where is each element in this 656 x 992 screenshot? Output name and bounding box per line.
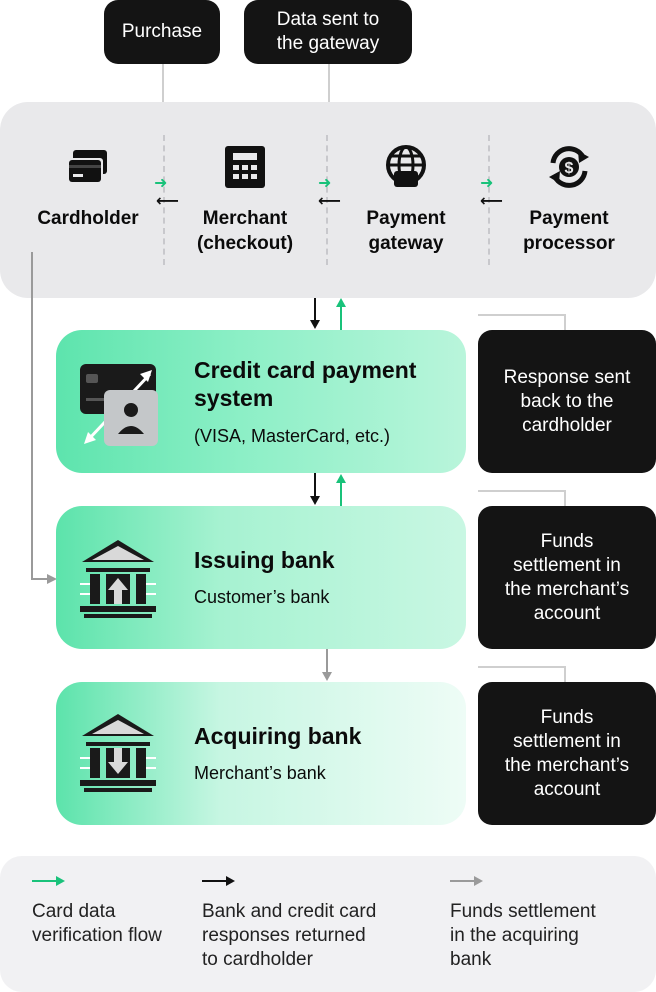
- purchase-label: Purchase: [104, 0, 220, 64]
- card-subtitle: Merchant’s bank: [194, 763, 326, 783]
- green-arrow-up-icon: [336, 474, 346, 483]
- dollar-exchange-icon: $: [494, 142, 644, 192]
- black-arrow-left-icon: ⟵: [156, 193, 179, 210]
- actor-cardholder: Cardholder: [13, 142, 163, 231]
- black-down-line: [314, 473, 316, 497]
- data-sent-label: Data sent to the gateway: [244, 0, 412, 64]
- card-title: Credit card payment system: [194, 357, 417, 411]
- green-up-line: [340, 482, 342, 506]
- actor-merchant: Merchant (checkout): [170, 142, 320, 256]
- actor-payment-gateway: Payment gateway: [331, 142, 481, 256]
- card-issuing-bank: Issuing bank Customer’s bank: [56, 506, 466, 649]
- divider-2: [326, 135, 328, 265]
- side-connector-3v: [564, 666, 566, 682]
- legend-text: Card data verification flow: [32, 901, 162, 946]
- actor-name: Payment gateway: [366, 208, 446, 254]
- globe-icon: [331, 142, 481, 192]
- side-connector-1v: [564, 314, 566, 330]
- data-sent-connector: [328, 64, 330, 102]
- card-subtitle: (VISA, MasterCard, etc.): [194, 426, 391, 446]
- side-connector-3: [478, 666, 566, 668]
- green-arrow-right-icon: ➜: [154, 175, 168, 192]
- bank-download-icon: [80, 714, 156, 797]
- black-arrow-left-icon: ⟵: [480, 193, 503, 210]
- actor-payment-processor: $ Payment processor: [494, 142, 644, 256]
- actor-name: Cardholder: [37, 208, 139, 229]
- legend-black-line: [202, 880, 226, 882]
- gray-arrow-down-icon: [322, 672, 332, 681]
- green-arrow-right-icon: ➜: [480, 175, 494, 192]
- black-arrow-right-icon: [226, 876, 235, 886]
- calculator-icon: [170, 142, 320, 192]
- actor-name: Payment processor: [523, 208, 615, 254]
- legend-gray-line: [450, 880, 474, 882]
- green-arrow-up-icon: [336, 298, 346, 307]
- green-up-line: [340, 306, 342, 330]
- actors-panel: [0, 102, 656, 298]
- card-credit-card-payment-system: Credit card payment system (VISA, Master…: [56, 330, 466, 473]
- card-user-transfer-icon: [80, 360, 160, 451]
- side-label-funds-2: Funds settlement in the merchant’s accou…: [478, 682, 656, 825]
- credit-cards-icon: [13, 142, 163, 192]
- gray-arrow-right-icon: [474, 876, 483, 886]
- purchase-connector: [162, 64, 164, 102]
- side-label-funds-1: Funds settlement in the merchant’s accou…: [478, 506, 656, 649]
- black-arrow-down-icon: [310, 496, 320, 505]
- card-title: Acquiring bank: [194, 723, 362, 749]
- green-arrow-right-icon: [56, 876, 65, 886]
- card-subtitle: Customer’s bank: [194, 587, 330, 607]
- legend-panel: [0, 856, 656, 992]
- card-acquiring-bank: Acquiring bank Merchant’s bank: [56, 682, 466, 825]
- black-arrow-down-icon: [310, 320, 320, 329]
- black-arrow-left-icon: ⟵: [318, 193, 341, 210]
- legend-green-line: [32, 880, 56, 882]
- side-connector-2: [478, 490, 566, 492]
- legend-text: Funds settlement in the acquiring bank: [450, 901, 596, 970]
- black-down-line: [314, 298, 316, 322]
- funds-line-vertical: [31, 252, 33, 580]
- side-connector-2v: [564, 490, 566, 506]
- gray-arrow-right-icon: [47, 574, 57, 584]
- bank-upload-icon: [80, 540, 156, 623]
- svg-text:$: $: [565, 160, 574, 177]
- actor-name: Merchant (checkout): [196, 208, 294, 254]
- card-title: Issuing bank: [194, 547, 335, 573]
- divider-3: [488, 135, 490, 265]
- gray-down-line: [326, 649, 328, 673]
- side-connector-1: [478, 314, 566, 316]
- divider-1: [163, 135, 165, 265]
- legend-text: Bank and credit card responses returned …: [202, 901, 377, 970]
- green-arrow-right-icon: ➜: [318, 175, 332, 192]
- funds-line-horizontal: [31, 578, 49, 580]
- side-label-response: Response sent back to the cardholder: [478, 330, 656, 473]
